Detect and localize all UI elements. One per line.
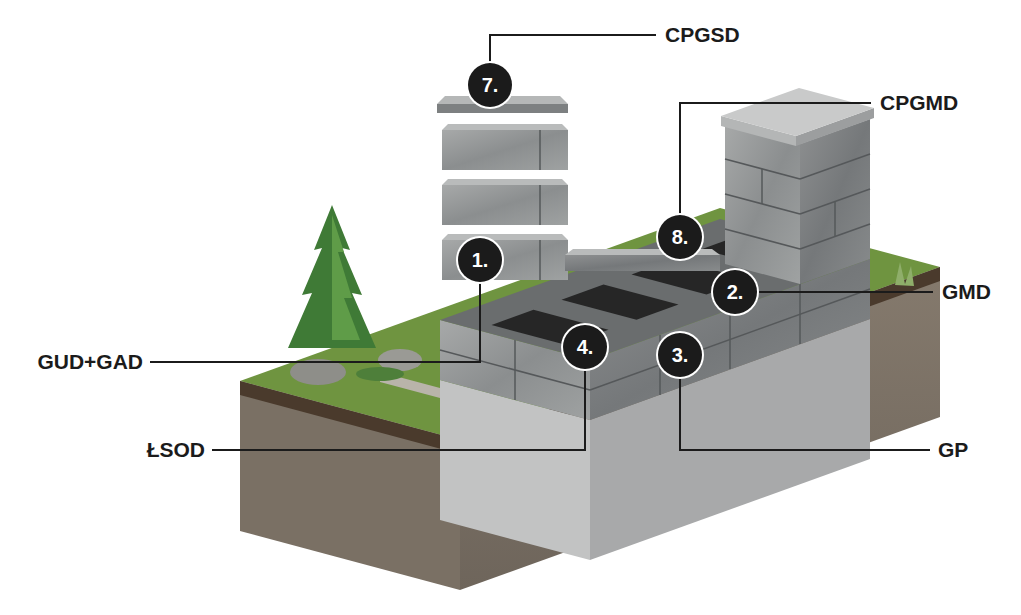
block-joint (729, 309, 731, 369)
part-code: GP (938, 438, 968, 461)
coping-slab (565, 255, 720, 271)
callout-text: 7. (482, 75, 499, 95)
part-code: CPGSD (665, 23, 740, 46)
callout-number: 8. (658, 215, 702, 259)
part-code: GUD+GAD (37, 350, 143, 373)
cap-slab (437, 104, 568, 113)
leader-line (756, 291, 933, 293)
block-top (442, 234, 568, 240)
block-hollow (562, 285, 679, 320)
leader-line (680, 376, 930, 450)
pillar-front-face (800, 119, 870, 284)
callout-text: 4. (577, 337, 594, 357)
pillar-joint (834, 201, 836, 236)
grass-tuft (895, 262, 914, 286)
callout-number: 7. (468, 63, 512, 107)
leader-line (212, 368, 585, 450)
part-code: CPGMD (880, 91, 958, 114)
pillar-cap-top (721, 88, 874, 136)
conifer (288, 205, 376, 348)
callout-text: 1. (472, 250, 489, 270)
leader-lines (150, 35, 933, 450)
callout-text: 8. (672, 227, 689, 247)
shrub (356, 367, 404, 381)
pillar-block (442, 185, 568, 225)
callout-text: 3. (672, 345, 689, 365)
leader-line (150, 281, 480, 362)
pillar-block (442, 130, 568, 170)
pillar-end-face (725, 124, 800, 284)
block-joint (539, 240, 541, 280)
pillar-joint (725, 229, 800, 249)
conifer-highlight (332, 215, 360, 340)
callout-text: 2. (727, 282, 744, 302)
part-code: GMD (942, 280, 991, 303)
block-joint (539, 130, 541, 170)
block-top (442, 124, 568, 130)
leader-line (680, 103, 871, 216)
callout-number: 3. (658, 333, 702, 377)
pillar-joints (725, 154, 870, 249)
block-top (442, 179, 568, 185)
block-joint (539, 185, 541, 225)
callout-number: 1. (458, 238, 502, 282)
callout-number: 2. (713, 270, 757, 314)
part-code: ŁSOD (147, 438, 205, 461)
leader-line (490, 35, 656, 64)
pillar-joint (761, 169, 763, 204)
callout-number: 4. (563, 325, 607, 369)
pillar-joint (800, 154, 870, 179)
